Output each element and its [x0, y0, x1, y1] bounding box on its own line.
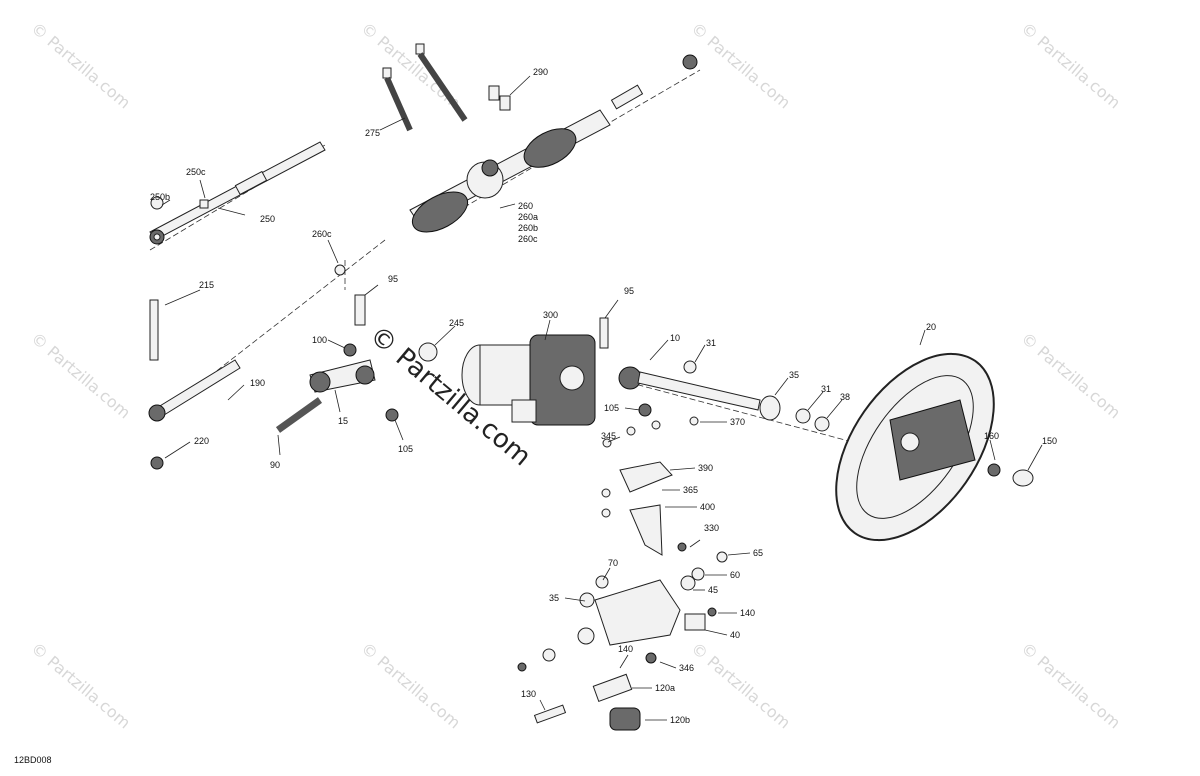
part-label: 160 [984, 431, 999, 441]
part-label: 35 [789, 370, 799, 380]
leader-lines [161, 75, 1043, 721]
part-label: 15 [338, 416, 348, 426]
power-steering-unit [418, 317, 609, 426]
part-label: 250c [186, 167, 206, 177]
part-label: 220 [194, 436, 209, 446]
part-label: 250b [150, 192, 170, 202]
part-label: 370 [730, 417, 745, 427]
part-labels: 290 275 250c 250b 250 260 260a 260b 260c… [150, 67, 1057, 725]
part-label: 140 [740, 608, 755, 618]
part-label: 215 [199, 280, 214, 290]
part-label: 290 [533, 67, 548, 77]
watermark-text: © Partzilla.com [687, 19, 794, 113]
part-label: 35 [549, 593, 559, 603]
part-label: 31 [821, 384, 831, 394]
watermark-text: © Partzilla.com [1017, 329, 1124, 423]
part-label: 90 [270, 460, 280, 470]
part-label: 300 [543, 310, 558, 320]
part-label: 120b [670, 715, 690, 725]
watermark-text: © Partzilla.com [687, 639, 794, 733]
part-label: 150 [1042, 436, 1057, 446]
part-label: 65 [753, 548, 763, 558]
diagram-code: 12BD008 [14, 755, 52, 765]
watermark-text: © Partzilla.com [27, 19, 134, 113]
watermark-text: © Partzilla.com [27, 639, 134, 733]
intermediate-shaft [275, 294, 399, 433]
part-label: 260b [518, 223, 538, 233]
tie-rod-upper [149, 141, 326, 245]
steering-column-shaft [618, 360, 830, 432]
tie-rod-lower [148, 264, 346, 470]
part-label: 130 [521, 689, 536, 699]
part-label: 45 [708, 585, 718, 595]
part-label: 245 [449, 318, 464, 328]
part-label: 70 [608, 558, 618, 568]
part-label: 140 [618, 644, 633, 654]
part-label: 260c [518, 234, 538, 244]
watermark-text: © Partzilla.com [1017, 639, 1124, 733]
watermark-text: © Partzilla.com [357, 639, 464, 733]
part-label: 10 [670, 333, 680, 343]
part-label: 20 [926, 322, 936, 332]
part-label: 105 [398, 444, 413, 454]
part-label: 260 [518, 201, 533, 211]
part-label: 390 [698, 463, 713, 473]
part-label: 260c [312, 229, 332, 239]
part-label: 345 [601, 431, 616, 441]
steering-rack [409, 54, 698, 233]
part-label: 260a [518, 212, 538, 222]
part-label: 190 [250, 378, 265, 388]
part-label: 400 [700, 502, 715, 512]
column-support-bracket [517, 416, 728, 731]
part-label: 250 [260, 214, 275, 224]
steering-wheel [835, 352, 1034, 542]
part-label: 330 [704, 523, 719, 533]
part-label: 365 [683, 485, 698, 495]
part-label: 40 [730, 630, 740, 640]
watermark-text: © Partzilla.com [1017, 19, 1124, 113]
part-label: 31 [706, 338, 716, 348]
part-label: 346 [679, 663, 694, 673]
long-bolts [382, 43, 511, 132]
part-label: 60 [730, 570, 740, 580]
part-label: 105 [604, 403, 619, 413]
part-label: 38 [840, 392, 850, 402]
part-label: 275 [365, 128, 380, 138]
part-label: 95 [624, 286, 634, 296]
watermark-text: © Partzilla.com [27, 329, 134, 423]
part-label: 120a [655, 683, 675, 693]
part-label: 100 [312, 335, 327, 345]
part-label: 95 [388, 274, 398, 284]
